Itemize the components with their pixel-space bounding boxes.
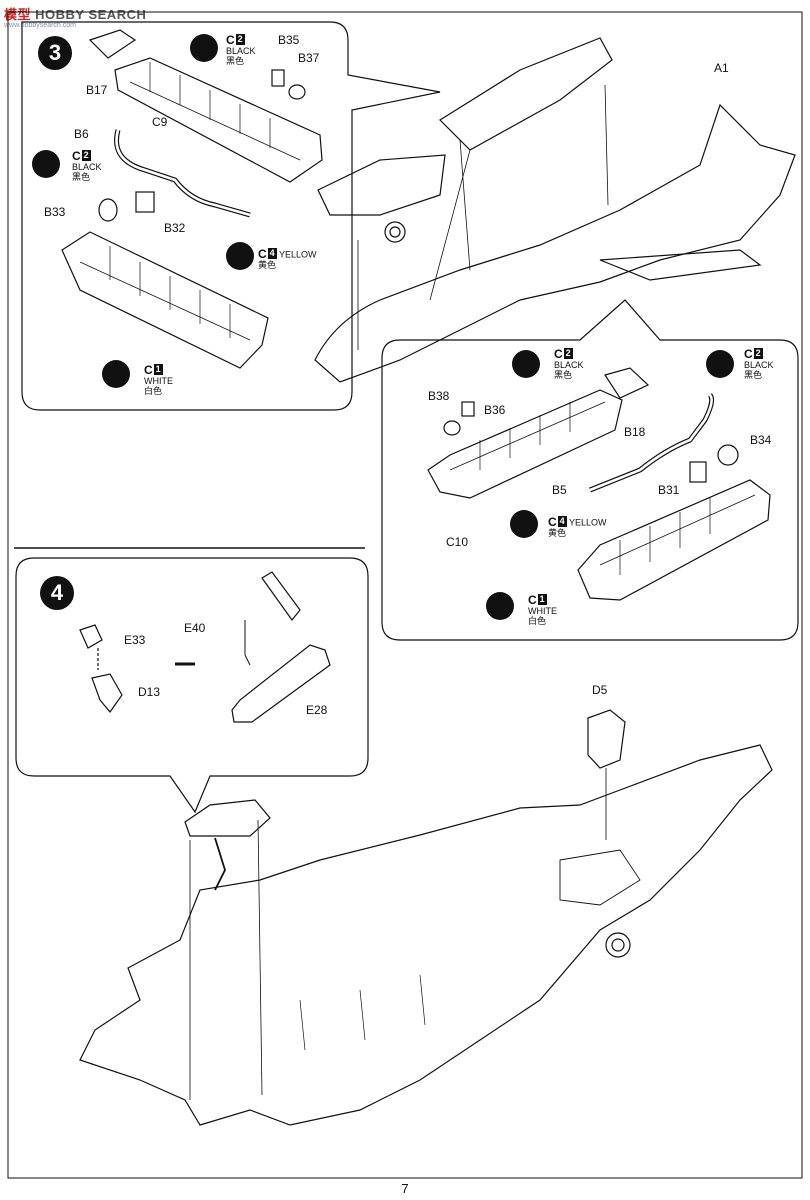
part-label: D13	[138, 685, 161, 699]
paint-brush-icon	[706, 350, 734, 378]
part-label: A1	[714, 61, 729, 75]
part-label: C10	[446, 535, 469, 549]
step-4-number: 4	[40, 576, 74, 610]
page-number: 7	[401, 1181, 409, 1196]
watermark-logo: 模型 HOBBY SEARCH	[4, 7, 147, 22]
part-label: E33	[124, 633, 146, 647]
part-label: B37	[298, 51, 320, 65]
paint-brush-icon	[510, 510, 538, 538]
part-label: B32	[164, 221, 186, 235]
part-label: B5	[552, 483, 567, 497]
part-label: B34	[750, 433, 772, 447]
watermark-url: www.hobbysearch.com	[4, 22, 76, 29]
part-label: B6	[74, 127, 89, 141]
part-label: E40	[184, 621, 206, 635]
part-label: B36	[484, 403, 506, 417]
part-label: B18	[624, 425, 646, 439]
step-3-number: 3	[38, 36, 72, 70]
part-label: B17	[86, 83, 108, 97]
paint-brush-icon	[512, 350, 540, 378]
paint-brush-icon	[226, 242, 254, 270]
part-label: B33	[44, 205, 66, 219]
paint-brush-icon	[486, 592, 514, 620]
part-label: D5	[592, 683, 608, 697]
part-label: B38	[428, 389, 450, 403]
paint-brush-icon	[32, 150, 60, 178]
part-label: B31	[658, 483, 680, 497]
part-label: E28	[306, 703, 328, 717]
part-label: C9	[152, 115, 168, 129]
paint-brush-icon	[190, 34, 218, 62]
paint-brush-icon	[102, 360, 130, 388]
part-label: B35	[278, 33, 300, 47]
